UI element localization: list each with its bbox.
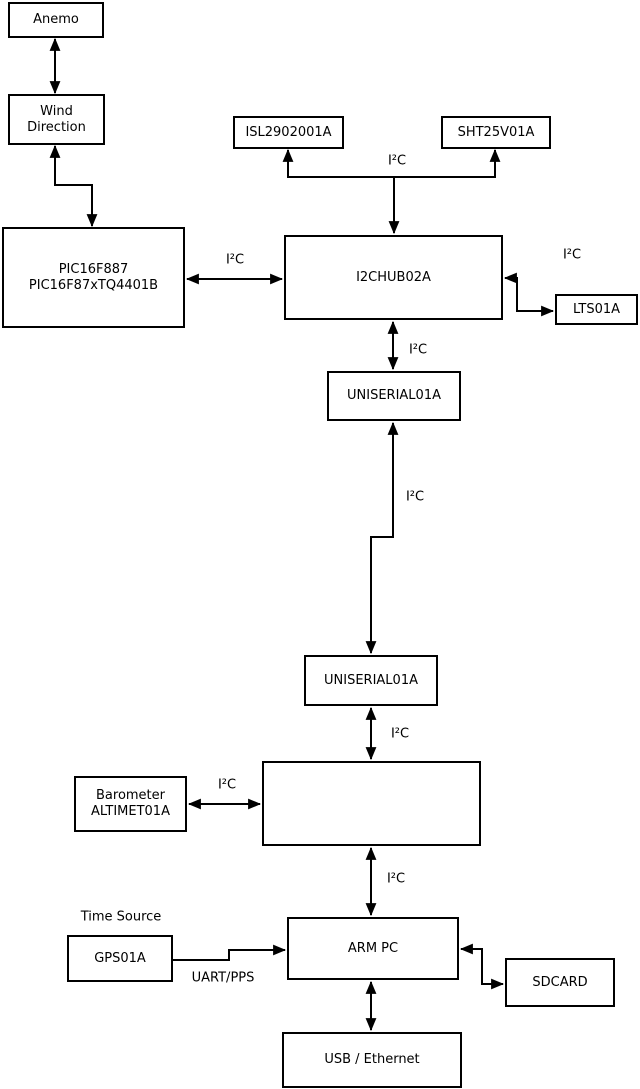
edge-label-uart-pps: UART/PPS bbox=[189, 970, 257, 986]
node-uniserial-upper: UNISERIAL01A bbox=[327, 371, 461, 421]
node-sdcard-label: SDCARD bbox=[532, 974, 588, 990]
edge-label-i2c-hub1-uni1: I²C bbox=[406, 342, 430, 358]
node-i2c-hub-upper: I2CHUB02A bbox=[284, 235, 503, 320]
node-anemometer-label: Anemo bbox=[33, 12, 79, 27]
node-sht25v01a: SHT25V01A bbox=[441, 116, 551, 149]
node-pic-microcontroller-label: PIC16F887 PIC16F87xTQ4401B bbox=[28, 261, 159, 293]
connector-armpc-sdcard bbox=[459, 943, 505, 990]
edge-label-i2c-uni1-uni2: I²C bbox=[403, 489, 427, 505]
node-i2c-hub-lower bbox=[262, 761, 481, 846]
node-wind-direction: Wind Direction bbox=[8, 94, 105, 145]
node-usb-ethernet-label: USB / Ethernet bbox=[324, 1052, 420, 1067]
edge-label-i2c-uni2-hub2: I²C bbox=[388, 726, 412, 742]
node-arm-pc: ARM PC bbox=[287, 917, 459, 980]
node-sht25v01a-label: SHT25V01A bbox=[457, 124, 535, 140]
node-wind-direction-label: Wind Direction bbox=[27, 103, 86, 135]
connector-sensor-branch bbox=[282, 148, 501, 178]
node-lts01a-label: LTS01A bbox=[572, 301, 621, 317]
node-pic-microcontroller: PIC16F887 PIC16F87xTQ4401B bbox=[2, 227, 185, 328]
connector-uni1-uni2 bbox=[365, 421, 399, 655]
edge-label-i2c-hub2-arm: I²C bbox=[384, 871, 408, 887]
node-arm-pc-label: ARM PC bbox=[347, 940, 399, 956]
node-uniserial-lower-label: UNISERIAL01A bbox=[324, 672, 418, 688]
node-gps: GPS01A bbox=[67, 935, 173, 982]
connector-hub1-lts bbox=[503, 272, 555, 317]
connector-gps-armpc bbox=[173, 944, 287, 961]
edge-label-time-source: Time Source bbox=[78, 909, 164, 925]
edge-label-i2c-sensors: I²C bbox=[385, 153, 409, 169]
node-uniserial-upper-label: UNISERIAL01A bbox=[347, 388, 441, 403]
node-isl2902001a: ISL2902001A bbox=[233, 116, 344, 149]
node-i2c-hub-upper-label: I2CHUB02A bbox=[356, 269, 431, 285]
node-barometer-label: Barometer ALTIMET01A bbox=[91, 788, 170, 819]
edge-label-i2c-baro-hub2: I²C bbox=[215, 777, 239, 793]
edge-label-i2c-hub1-lts: I²C bbox=[560, 247, 584, 263]
node-usb-ethernet: USB / Ethernet bbox=[282, 1032, 462, 1088]
node-isl2902001a-label: ISL2902001A bbox=[245, 124, 332, 140]
node-sdcard: SDCARD bbox=[505, 958, 615, 1007]
node-gps-label: GPS01A bbox=[94, 950, 146, 966]
connector-wind-pic bbox=[49, 144, 98, 228]
node-lts01a: LTS01A bbox=[555, 294, 638, 325]
node-anemometer: Anemo bbox=[8, 2, 104, 38]
node-barometer: Barometer ALTIMET01A bbox=[74, 776, 187, 832]
edge-label-i2c-pic-hub1: I²C bbox=[223, 252, 247, 268]
node-uniserial-lower: UNISERIAL01A bbox=[304, 655, 438, 706]
